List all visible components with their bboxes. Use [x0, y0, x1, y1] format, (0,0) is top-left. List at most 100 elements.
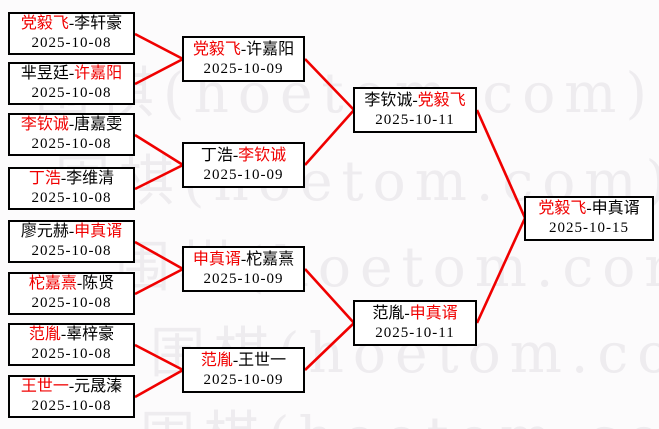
- player1-name: 申真谞: [192, 250, 241, 268]
- match-players: 党毅飞-申真谞: [538, 199, 639, 219]
- match-players: 丁浩-李维清: [29, 169, 114, 189]
- bracket-connector-line: [304, 58, 355, 111]
- vs-separator: -: [232, 351, 239, 369]
- player1-name: 李钦诚: [364, 91, 413, 109]
- player2-name: 元晟溱: [74, 378, 123, 395]
- player2-name: 许嘉阳: [74, 65, 123, 82]
- player1-name: 党毅飞: [20, 15, 69, 32]
- match-date: 2025-10-08: [31, 85, 112, 101]
- match-date: 2025-10-11: [375, 324, 455, 341]
- bracket-connector-line: [304, 109, 355, 166]
- vs-separator: -: [240, 40, 247, 58]
- match-date: 2025-10-09: [203, 166, 284, 183]
- bracket-connector-line: [134, 57, 184, 86]
- player1-name: 范胤: [28, 326, 61, 343]
- player1-name: 王世一: [20, 378, 69, 395]
- match-players: 范胤-王世一: [201, 351, 286, 371]
- vs-separator: -: [586, 200, 592, 217]
- player2-name: 李维清: [66, 170, 115, 187]
- match-date: 2025-10-09: [203, 371, 284, 388]
- player2-name: 党毅飞: [417, 91, 466, 109]
- match-date: 2025-10-08: [31, 398, 112, 414]
- player1-name: 丁浩: [200, 146, 233, 164]
- match-players: 芈昱廷-许嘉阳: [21, 64, 122, 84]
- bracket-connector-line: [134, 133, 184, 167]
- match-date: 2025-10-09: [203, 60, 284, 77]
- player2-name: 李轩豪: [74, 15, 123, 32]
- vs-separator: -: [60, 170, 67, 187]
- player2-name: 申真谞: [591, 200, 640, 217]
- player1-name: 党毅飞: [538, 200, 587, 217]
- match-players: 柁嘉熹-陈贤: [29, 274, 114, 294]
- player2-name: 辜梓豪: [66, 326, 115, 343]
- player2-name: 王世一: [238, 351, 287, 369]
- player2-name: 陈贤: [82, 275, 115, 292]
- vs-separator: -: [68, 116, 75, 133]
- bracket-connector-line: [475, 217, 527, 324]
- player1-name: 廖元赫: [20, 223, 69, 240]
- bracket-connector-line: [134, 32, 184, 61]
- match-players: 丁浩-李钦诚: [201, 146, 286, 166]
- bracket-connector-line: [134, 368, 184, 399]
- match-players: 李钦诚-党毅飞: [364, 91, 465, 111]
- vs-separator: -: [232, 146, 239, 164]
- player1-name: 范胤: [200, 351, 233, 369]
- match-date: 2025-10-08: [31, 346, 112, 362]
- vs-separator: -: [68, 223, 75, 240]
- match-date: 2025-10-09: [203, 270, 284, 287]
- match-players: 廖元赫-申真谞: [21, 222, 122, 242]
- vs-separator: -: [76, 275, 83, 292]
- match-players: 申真谞-柁嘉熹: [193, 250, 294, 270]
- bracket-connector-line: [134, 267, 184, 296]
- bracket-connector-line: [134, 343, 184, 372]
- match-date: 2025-10-15: [549, 220, 629, 236]
- match-players: 范胤-辜梓豪: [29, 325, 114, 345]
- vs-separator: -: [404, 304, 410, 322]
- match-date: 2025-10-08: [31, 35, 112, 51]
- vs-separator: -: [68, 65, 75, 82]
- player2-name: 李钦诚: [238, 146, 287, 164]
- match-date: 2025-10-08: [31, 136, 112, 152]
- vs-separator: -: [68, 378, 75, 395]
- match-players: 党毅飞-李轩豪: [21, 14, 122, 34]
- bracket-connector-line: [134, 163, 184, 191]
- watermark-text: 围棋(hoetom.com): [35, 61, 656, 125]
- player2-name: 许嘉阳: [246, 40, 295, 58]
- vs-separator: -: [240, 250, 247, 268]
- player1-name: 范胤: [372, 304, 405, 322]
- watermark-text: 围棋(hoetom.com): [140, 392, 659, 429]
- player1-name: 党毅飞: [192, 40, 241, 58]
- bracket-connector-line: [134, 240, 184, 271]
- bracket-connector-line: [304, 268, 355, 324]
- bracket-connector-line: [475, 109, 527, 219]
- match-date: 2025-10-11: [375, 111, 455, 128]
- player1-name: 丁浩: [28, 170, 61, 187]
- match-players: 李钦诚-唐嘉雯: [21, 115, 122, 135]
- match-players: 王世一-元晟溱: [21, 377, 122, 397]
- player2-name: 柁嘉熹: [246, 250, 295, 268]
- player1-name: 芈昱廷: [20, 65, 69, 82]
- match-date: 2025-10-08: [31, 190, 112, 206]
- player1-name: 柁嘉熹: [28, 275, 77, 292]
- match-players: 党毅飞-许嘉阳: [193, 40, 294, 60]
- player2-name: 申真谞: [74, 223, 123, 240]
- match-date: 2025-10-08: [31, 295, 112, 311]
- player1-name: 李钦诚: [20, 116, 69, 133]
